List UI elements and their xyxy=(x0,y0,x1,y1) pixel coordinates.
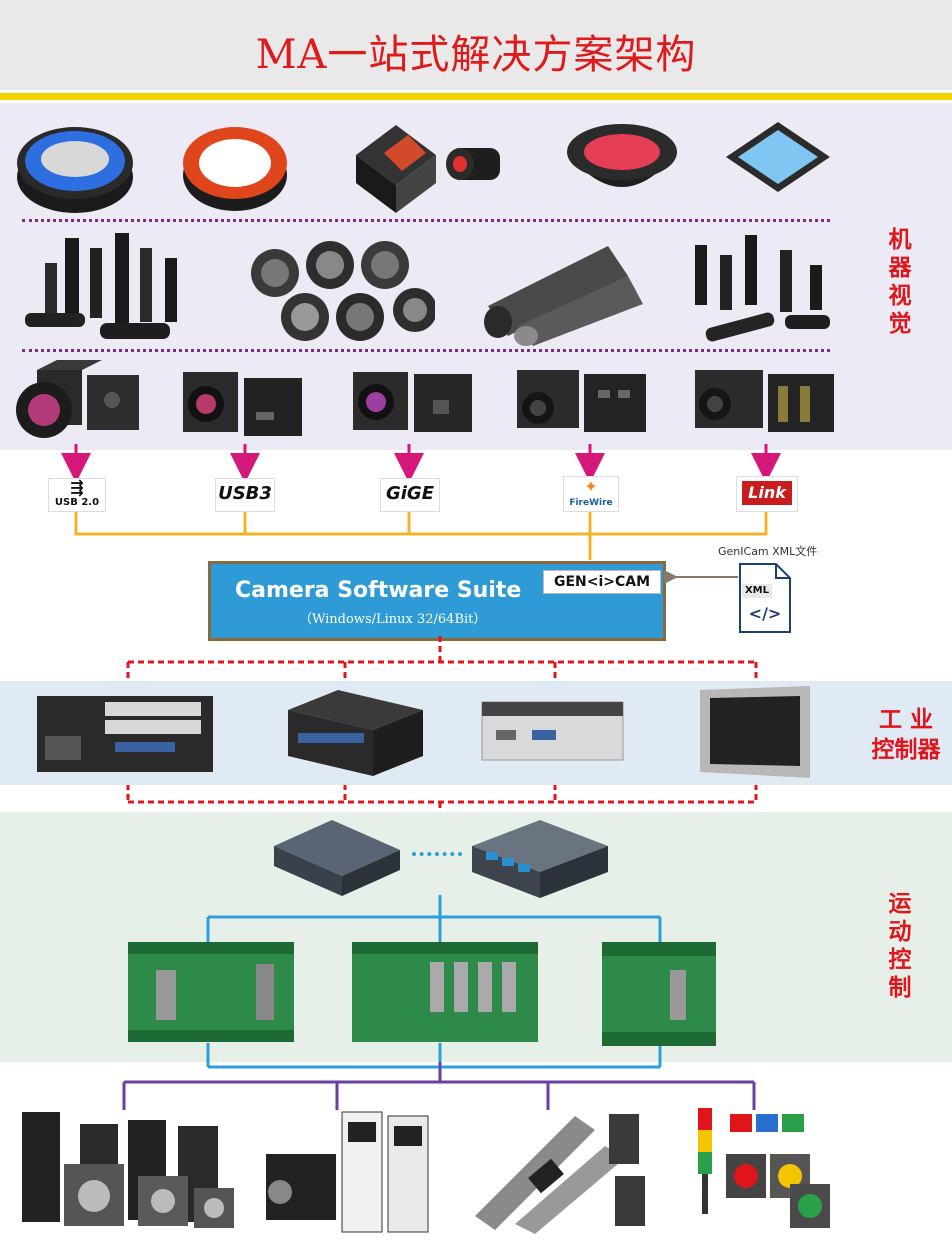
linear-modules xyxy=(475,1114,645,1234)
zoom-lenses xyxy=(484,246,643,346)
stepper-motors-drivers xyxy=(22,1112,234,1228)
ring-light-blue xyxy=(17,127,133,213)
title-bar: MA一站式解决方案架构 xyxy=(0,0,952,90)
motion-terminal-board-1 xyxy=(128,942,294,1042)
suite-subtitle: （Windows/Linux 32/64Bit） xyxy=(299,612,487,627)
section-label-controller-1: 工 业 xyxy=(878,707,933,733)
panel-pc xyxy=(700,686,810,778)
ring-light-red xyxy=(183,127,287,211)
dome-light xyxy=(567,124,677,187)
usb-motion-box xyxy=(274,820,400,896)
embedded-box-pc xyxy=(288,690,423,776)
camera-usb3 xyxy=(183,372,302,436)
signal-tower-buttons xyxy=(698,1108,830,1228)
camera-software-suite: Camera Software Suite （Windows/Linux 32/… xyxy=(208,561,666,641)
industrial-pc xyxy=(37,696,213,772)
telecentric-lenses xyxy=(25,233,177,339)
motion-terminal-board-2 xyxy=(352,942,538,1042)
section-label-vision: 机 器 视 觉 xyxy=(888,227,912,337)
motion-card-links xyxy=(206,895,662,1069)
camera-firewire xyxy=(517,370,646,432)
actuator-links xyxy=(122,1062,756,1110)
dotted-separator xyxy=(22,349,830,352)
telecentric-lens-group xyxy=(695,235,830,342)
usb2-logo: ⇶ USB 2.0 xyxy=(48,478,106,512)
motion-terminal-board-3 xyxy=(602,942,716,1046)
ethernet-switch xyxy=(472,820,608,898)
xml-file-icon: XML </> xyxy=(738,562,792,634)
fanless-box-pc xyxy=(481,701,624,761)
camera-gige xyxy=(353,372,472,432)
section-label-controller-2: 控制器 xyxy=(871,737,941,763)
servo-motor-drivers xyxy=(266,1111,429,1233)
spot-light xyxy=(446,148,500,180)
camera-usb2 xyxy=(16,360,139,438)
xml-arrow xyxy=(664,567,738,587)
firewire-logo: ✦ FireWire xyxy=(563,476,619,512)
usb3-logo: USB3 xyxy=(215,478,275,512)
yellow-rule xyxy=(0,93,952,100)
flat-panel-light xyxy=(726,122,830,192)
page-title: MA一站式解决方案架构 xyxy=(255,32,697,78)
cameralink-logo: Link xyxy=(736,476,798,512)
section-label-motion: 运 动 控 制 xyxy=(888,891,912,1001)
controller-links xyxy=(126,636,758,816)
dotted-separator xyxy=(22,219,830,222)
coaxial-light xyxy=(356,125,436,213)
genicam-logo: GEN<i>CAM xyxy=(543,570,661,594)
ellipsis-connector xyxy=(412,852,462,856)
xml-note: GenICam XML文件 xyxy=(718,545,818,558)
gige-logo: GiGE xyxy=(380,478,440,512)
usb-trident-icon: ⇶ xyxy=(70,478,84,497)
firewire-icon: ✦ xyxy=(584,477,598,496)
interface-connectors xyxy=(61,444,781,560)
fa-lenses xyxy=(251,241,435,341)
suite-title: Camera Software Suite xyxy=(235,578,522,603)
camera-cameralink xyxy=(695,370,834,432)
